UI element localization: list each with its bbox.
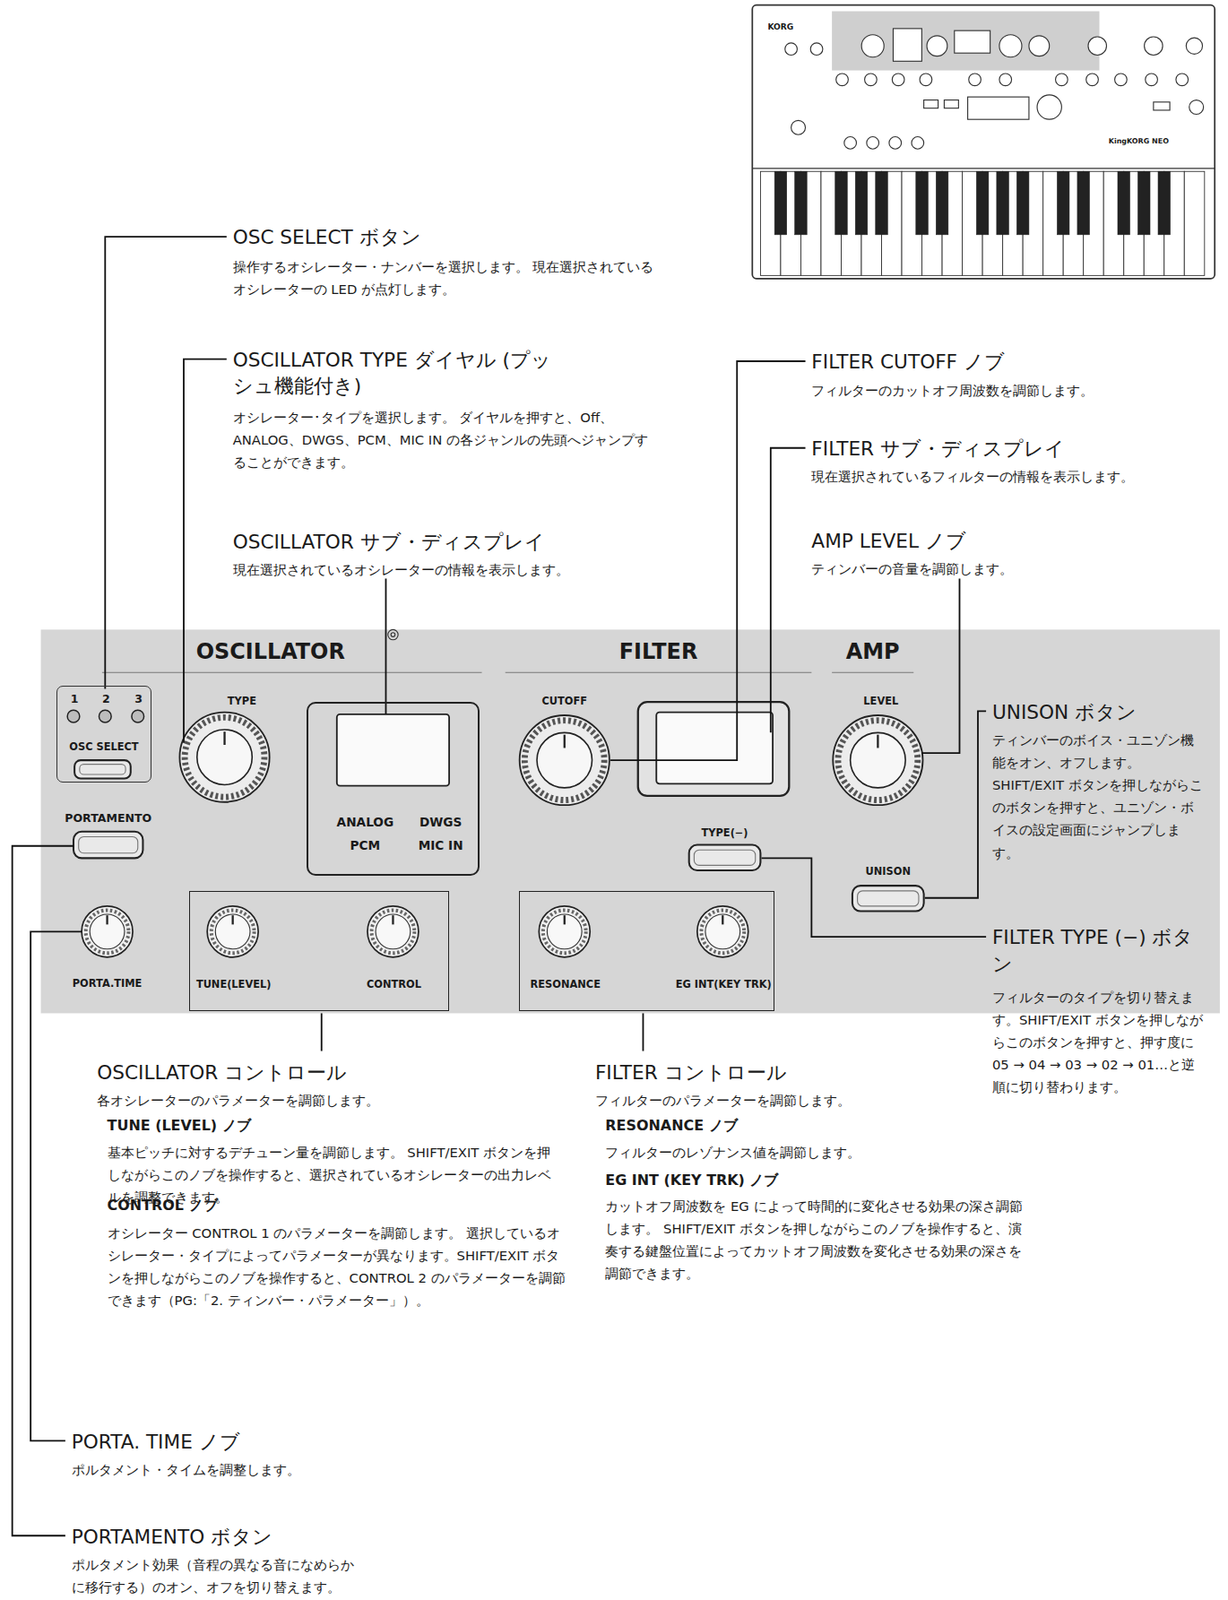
button-label: UNISON [865, 865, 911, 879]
filter-screen [656, 712, 773, 785]
callout-body: カットオフ周波数を EG によって時間的に変化させる効果の深さ調節します。 SH… [605, 1194, 1034, 1286]
osc-select-group: 1 2 3OSC SELECT [56, 685, 152, 783]
callout-body: フィルターのレゾナンス値を調節します。 [605, 1141, 1024, 1164]
callout-subheading: RESONANCE ノブ [605, 1115, 1024, 1137]
callout-body: オシレーター CONTROL 1 のパラメーターを調節します。 選択しているオシ… [107, 1221, 567, 1313]
knob-label: TUNE(LEVEL) [196, 978, 272, 992]
oscillator-display: ANALOG DWGS PCM MIC IN [306, 701, 481, 876]
section-title: FILTER [619, 639, 699, 666]
filter-control-group: RESONANCE EG INT(KEY TRK) [518, 890, 775, 1012]
jack-symbol [388, 629, 398, 640]
callout-heading: UNISON ボタン [992, 699, 1212, 726]
callout-heading: FILTER サブ・ディスプレイ [811, 435, 1200, 462]
callout-body: 各オシレーターのパラメーターを調節します。 [96, 1089, 556, 1112]
callout-heading: OSCILLATOR サブ・ディスプレイ [233, 528, 642, 555]
callout-body: フィルターのパラメーターを調節します。 [595, 1089, 1024, 1112]
callout-heading: OSCILLATOR TYPE ダイヤル (プッシュ機能付き) [233, 346, 571, 399]
callout-body: 現在選択されているオシレーターの情報を表示します。 [233, 558, 662, 581]
callout-subheading: EG INT (KEY TRK) ノブ [605, 1169, 1024, 1192]
osc-screen [337, 714, 450, 787]
control-panel: 1 2 3OSC SELECT ANALOG DWGS PCM MIC IN TUNE(LEV… [41, 629, 1220, 1013]
section-rules [102, 672, 914, 674]
button-label: OSC SELECT [69, 741, 139, 754]
callout-body: ポルタメント・タイムを調整します。 [71, 1458, 481, 1481]
knob-label: CUTOFF [541, 695, 588, 709]
filter-display [638, 701, 790, 796]
knob-label: TYPE [227, 695, 257, 709]
callout-heading: PORTA. TIME ノブ [71, 1428, 481, 1455]
callout-heading: AMP LEVEL ノブ [811, 527, 1200, 554]
callout-heading: PORTAMENTO ボタン [71, 1523, 481, 1550]
section-title: AMP [846, 639, 900, 666]
oscillator-control-group: TUNE(LEVEL) CONTROL [189, 890, 450, 1012]
callout-subheading: TUNE (LEVEL) ノブ [107, 1115, 557, 1137]
callout-subheading: CONTROL ノブ [107, 1194, 557, 1217]
callout-heading: OSC SELECT ボタン [233, 224, 662, 251]
type-legend: MIC IN [418, 838, 464, 853]
panel-ground [41, 629, 1220, 1013]
callout-heading: FILTER コントロール [595, 1059, 1024, 1086]
callout-body: 現在選択されているフィルターの情報を表示します。 [811, 465, 1210, 488]
callout-body: フィルターのカットオフ周波数を調節します。 [811, 379, 1200, 402]
callout-body: ティンバーのボイス・ユニゾン機能をオン、オフします。 SHIFT/EXIT ボタ… [992, 728, 1207, 865]
osc-number: 2 [102, 691, 111, 706]
callout-heading: FILTER TYPE (−) ボタン [992, 924, 1212, 977]
osc-number: 3 [134, 691, 143, 706]
callout-body: ティンバーの音量を調節します。 [811, 557, 1200, 580]
knob-label: PORTA.TIME [72, 977, 143, 991]
button-label: PORTAMENTO [64, 811, 152, 825]
type-legend: PCM [350, 838, 381, 853]
callout-body: ポルタメント効果（音程の異なる音になめらかに移行する）のオン、オフを切り替えます… [71, 1553, 358, 1599]
callout-body: オシレーター･タイプを選択します。 ダイヤルを押すと、Off、ANALOG、DW… [233, 406, 662, 474]
button-label: TYPE(−) [701, 827, 749, 840]
leader-line [12, 236, 986, 1536]
model-name: KingKORG NEO [1108, 138, 1169, 147]
led [67, 709, 144, 723]
brand-logo: KORG [767, 22, 794, 32]
callout-body: フィルターのタイプを切り替えます。SHIFT/EXIT ボタンを押しながらこのボ… [992, 985, 1207, 1099]
callout-heading: FILTER CUTOFF ノブ [811, 348, 1200, 375]
knob-label: RESONANCE [530, 978, 601, 992]
osc-number: 1 [70, 691, 79, 706]
knob-label: EG INT(KEY TRK) [675, 978, 772, 992]
type-legend: ANALOG [337, 814, 395, 830]
callout-body: 操作するオシレーター・ナンバーを選択します。 現在選択されているオシレーターの … [233, 255, 662, 301]
knob [81, 712, 923, 958]
keyboard-thumbnail [752, 5, 1215, 279]
type-legend: DWGS [419, 814, 462, 830]
section-title: OSCILLATOR [196, 639, 346, 666]
callout-heading: OSCILLATOR コントロール [96, 1059, 556, 1086]
knob-label: CONTROL [366, 978, 422, 992]
knob-label: LEVEL [863, 695, 899, 709]
